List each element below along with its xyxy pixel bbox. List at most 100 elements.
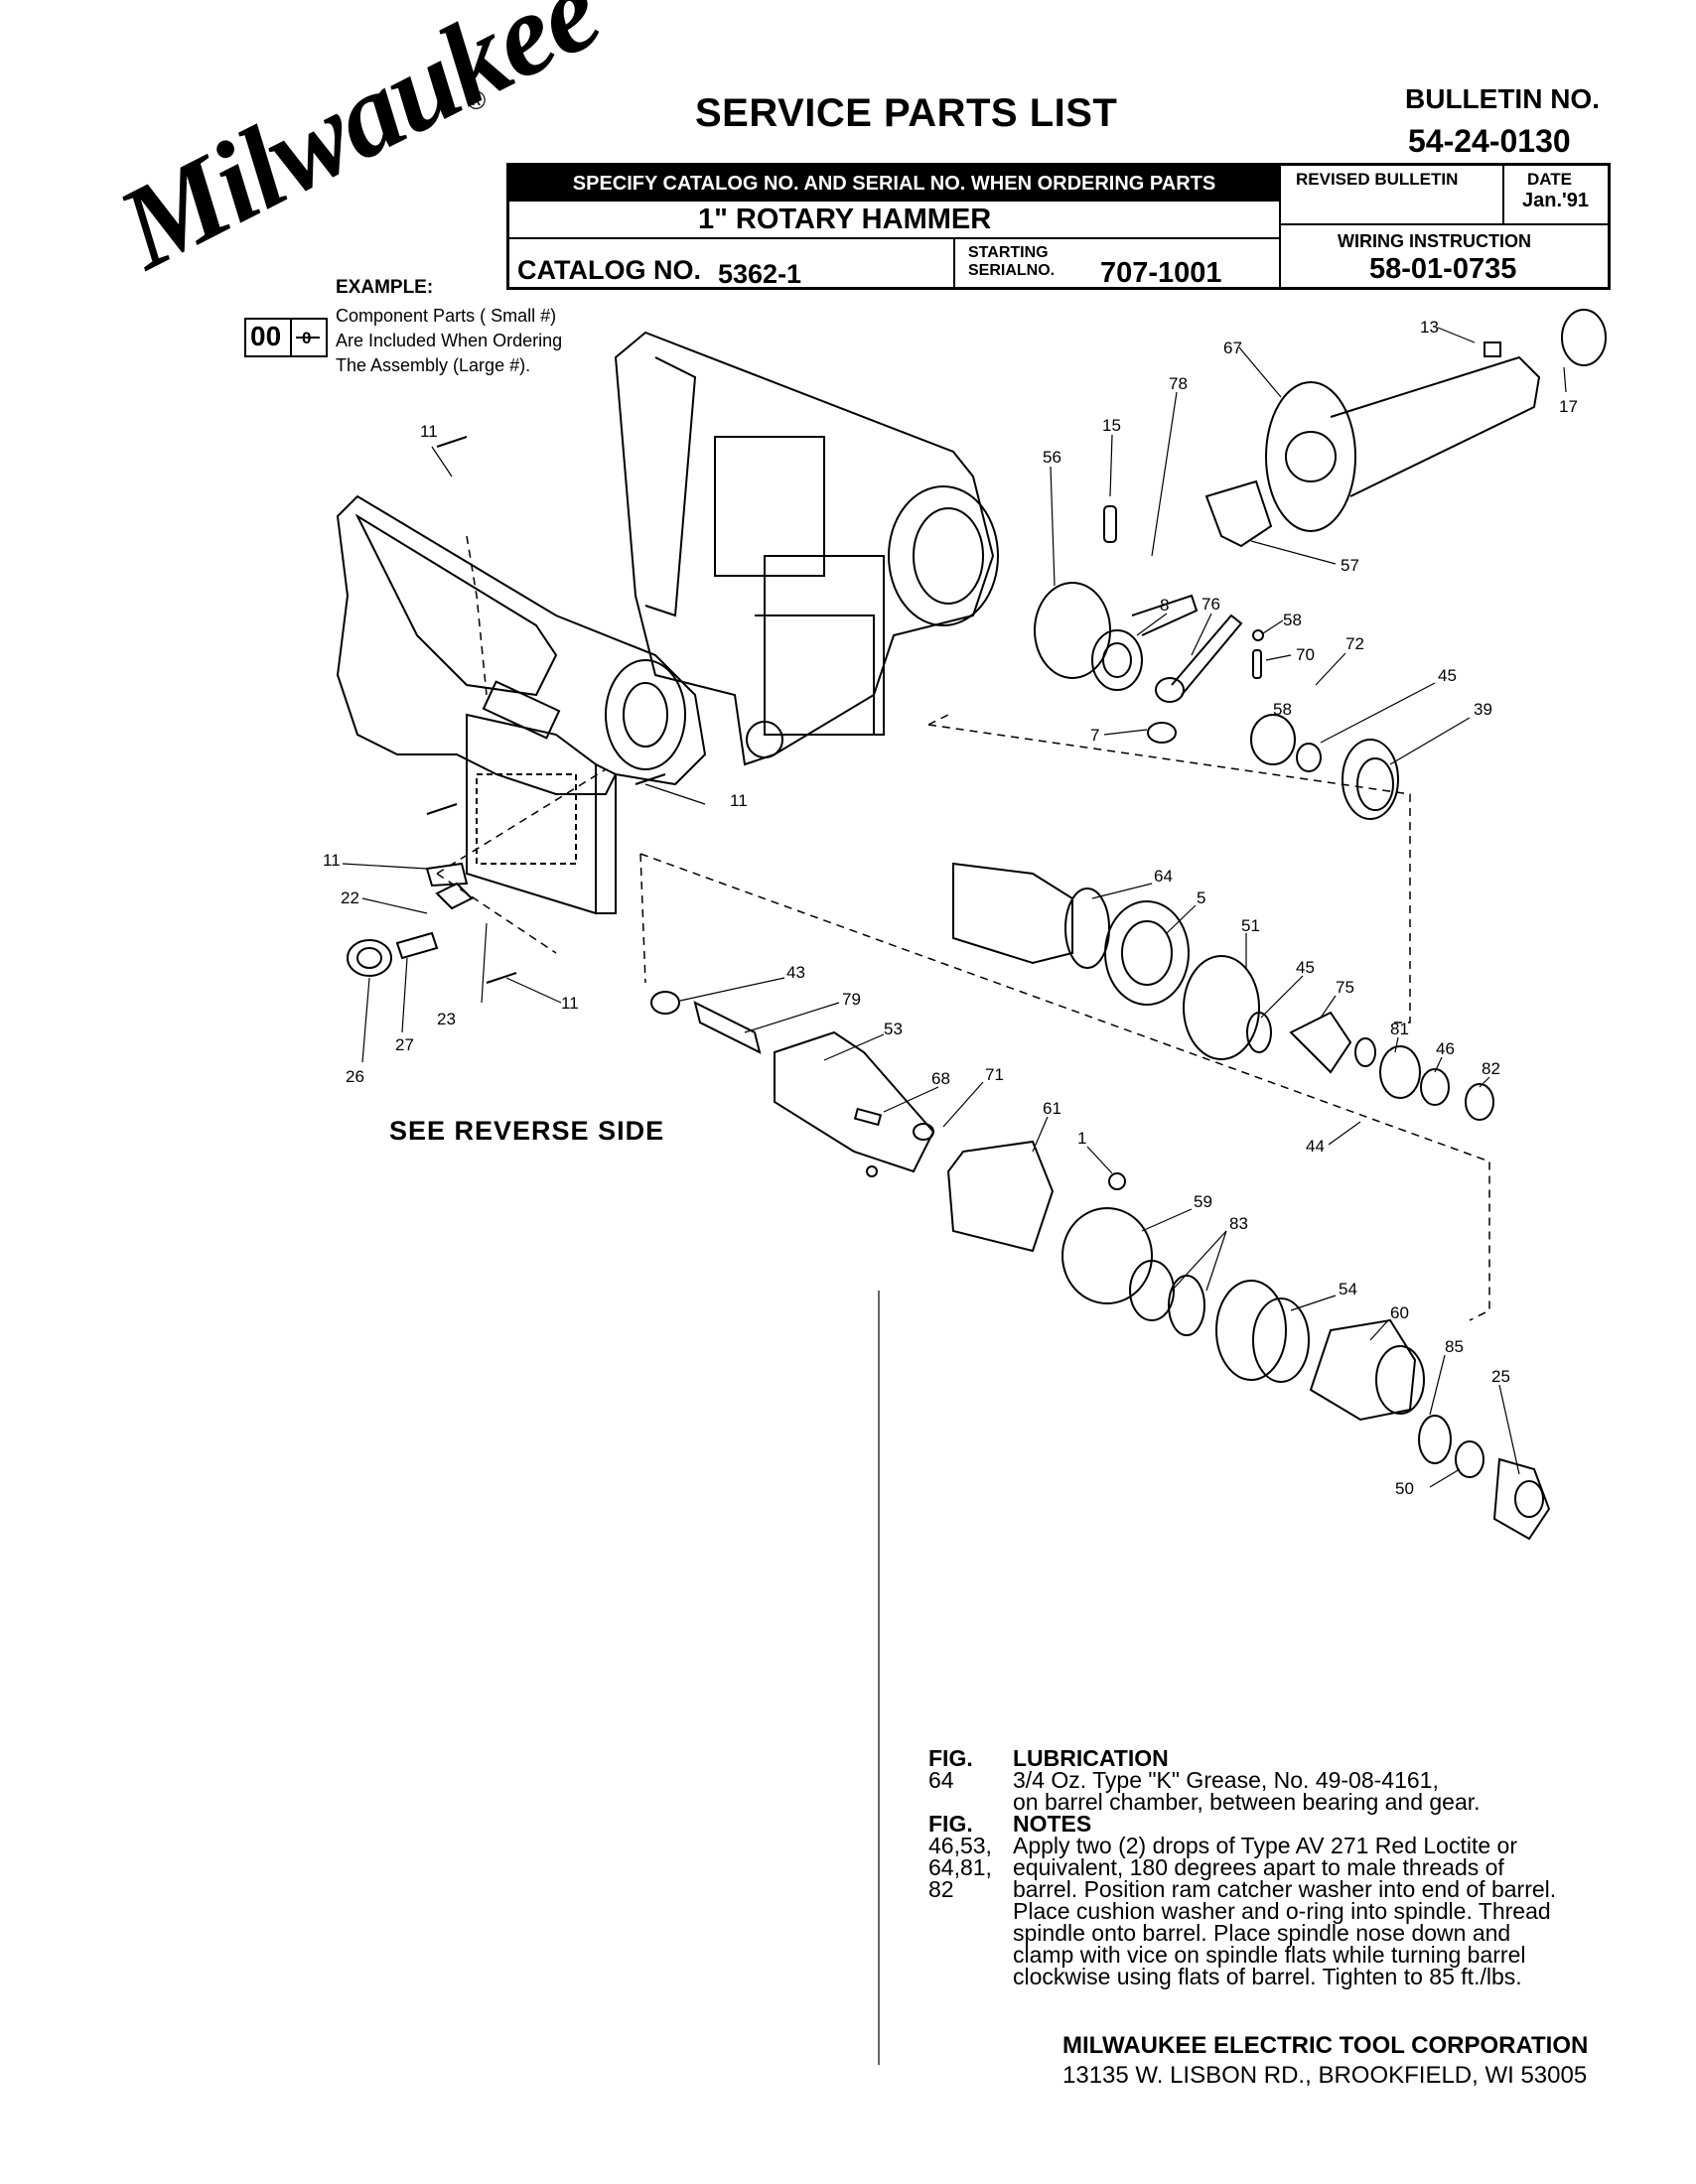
catalog-label: CATALOG NO. xyxy=(517,255,701,285)
notes-fig-value: 46,53, xyxy=(928,1833,992,1858)
leader-lines xyxy=(342,327,1567,2065)
notes-line: clamp with vice on spindle flats while t… xyxy=(1013,1942,1526,1968)
part-label: 39 xyxy=(1474,700,1492,719)
page-title: SERVICE PARTS LIST xyxy=(695,91,1118,135)
part-label: 71 xyxy=(985,1065,1004,1084)
part-label: 82 xyxy=(1482,1059,1500,1078)
part-label: 60 xyxy=(1390,1303,1409,1322)
notes-line: Apply two (2) drops of Type AV 271 Red L… xyxy=(1013,1833,1517,1858)
barrel-assembly-drawing xyxy=(650,862,1551,1541)
part-label: 45 xyxy=(1438,666,1457,685)
notes-line: equivalent, 180 degrees apart to male th… xyxy=(1013,1854,1504,1880)
lubrication-line: 3/4 Oz. Type "K" Grease, No. 49-08-4161, xyxy=(1013,1767,1439,1793)
notes-fig-label: FIG. xyxy=(928,1811,973,1837)
wiring-instruction-number: 58-01-0735 xyxy=(1369,253,1517,285)
part-label: 78 xyxy=(1169,374,1188,393)
lubrication-heading: LUBRICATION xyxy=(1013,1745,1169,1771)
part-label: 54 xyxy=(1339,1280,1357,1298)
notes-line: Place cushion washer and o-ring into spi… xyxy=(1013,1898,1551,1924)
example-small-number: 0 xyxy=(302,329,312,347)
assembly-dashed-outlines xyxy=(436,535,1490,1321)
part-label: 59 xyxy=(1194,1192,1212,1211)
handle-housing-drawing xyxy=(336,494,707,915)
serial-label: SERIALNO. xyxy=(968,262,1056,279)
part-label: 45 xyxy=(1296,958,1315,977)
part-label: 68 xyxy=(931,1069,950,1088)
wiring-instruction-label: WIRING INSTRUCTION xyxy=(1338,231,1531,251)
brush-parts-drawing xyxy=(347,436,666,984)
part-label: 76 xyxy=(1201,595,1220,614)
part-label: 64 xyxy=(1154,867,1173,886)
part-label: 13 xyxy=(1420,318,1439,337)
example-text: Component Parts ( Small #) Are Included … xyxy=(336,304,624,378)
notes-line: spindle onto barrel. Place spindle nose … xyxy=(1013,1920,1511,1946)
part-label: 75 xyxy=(1336,978,1354,997)
part-label: 8 xyxy=(1160,596,1169,614)
part-number-labels: 11 11 11 11 22 23 26 27 13 17 67 78 15 5… xyxy=(323,318,1578,1498)
part-label: 83 xyxy=(1229,1214,1248,1233)
serial-number: 707-1001 xyxy=(1100,257,1222,289)
notes-heading: NOTES xyxy=(1013,1811,1092,1837)
notes-fig-value: 64,81, xyxy=(928,1854,992,1880)
part-label: 72 xyxy=(1345,634,1364,653)
lubrication-line: on barrel chamber, between bearing and g… xyxy=(1013,1789,1481,1815)
part-label: 1 xyxy=(1077,1129,1086,1148)
part-label: 57 xyxy=(1341,556,1359,575)
starting-label: STARTING xyxy=(968,244,1049,261)
bulletin-label: BULLETIN NO. xyxy=(1405,83,1600,114)
bulletin-number: 54-24-0130 xyxy=(1408,123,1571,159)
part-label: 70 xyxy=(1296,645,1315,664)
example-line: Component Parts ( Small #) xyxy=(336,306,557,326)
motor-housing-drawing xyxy=(614,331,999,766)
lubrication-fig-label: FIG. xyxy=(928,1745,973,1771)
registered-mark: ® xyxy=(467,85,487,115)
company-name: MILWAUKEE ELECTRIC TOOL CORPORATION xyxy=(1062,2032,1589,2059)
catalog-number: 5362-1 xyxy=(718,259,802,289)
notes-line: barrel. Position ram catcher washer into… xyxy=(1013,1876,1557,1902)
part-label: 53 xyxy=(884,1020,903,1038)
part-label: 81 xyxy=(1390,1020,1409,1038)
part-label: 46 xyxy=(1436,1039,1455,1058)
example-line: The Assembly (Large #). xyxy=(336,355,531,375)
part-label: 15 xyxy=(1102,416,1121,435)
see-reverse-side-note: SEE REVERSE SIDE xyxy=(389,1116,665,1146)
part-label: 23 xyxy=(437,1010,456,1028)
example-large-number: 00 xyxy=(250,321,282,351)
revised-bulletin-label: REVISED BULLETIN xyxy=(1296,170,1459,189)
part-label: 51 xyxy=(1241,916,1260,935)
example-line: Are Included When Ordering xyxy=(336,331,563,350)
part-label: 26 xyxy=(346,1067,364,1086)
lubrication-fig-value: 64 xyxy=(928,1767,954,1793)
part-label: 27 xyxy=(395,1035,414,1054)
example-label: EXAMPLE: xyxy=(336,277,434,298)
upper-small-parts-drawing xyxy=(1034,479,1399,820)
part-label: 61 xyxy=(1043,1099,1061,1118)
date-label: DATE xyxy=(1527,170,1573,189)
part-label: 11 xyxy=(561,994,579,1013)
header-table: SPECIFY CATALOG NO. AND SERIAL NO. WHEN … xyxy=(506,163,1611,290)
part-label: 25 xyxy=(1491,1367,1510,1386)
notes-fig-value: 82 xyxy=(928,1876,954,1902)
notes-line: clockwise using flats of barrel. Tighten… xyxy=(1013,1964,1522,1989)
part-label: 58 xyxy=(1273,700,1292,719)
part-label: 11 xyxy=(323,851,341,870)
part-label: 11 xyxy=(730,791,748,810)
example-number-box: 00 0 xyxy=(244,318,328,357)
part-label: 85 xyxy=(1445,1337,1464,1356)
part-label: 5 xyxy=(1197,888,1205,907)
part-label: 56 xyxy=(1043,448,1061,467)
part-label: 79 xyxy=(842,990,861,1009)
part-label: 7 xyxy=(1090,726,1099,745)
part-label: 50 xyxy=(1395,1479,1414,1498)
starting-serial-label: STARTING SERIALNO. xyxy=(968,244,1055,280)
side-handle-drawing xyxy=(1265,309,1607,532)
specify-banner: SPECIFY CATALOG NO. AND SERIAL NO. WHEN … xyxy=(509,166,1279,202)
part-label: 44 xyxy=(1306,1137,1325,1156)
part-label: 67 xyxy=(1223,339,1242,357)
company-address: 13135 W. LISBON RD., BROOKFIELD, WI 5300… xyxy=(1062,2062,1588,2089)
part-label: 17 xyxy=(1559,397,1578,416)
part-label: 58 xyxy=(1283,611,1302,629)
date-value: Jan.'91 xyxy=(1522,190,1590,211)
part-label: 43 xyxy=(786,963,805,982)
